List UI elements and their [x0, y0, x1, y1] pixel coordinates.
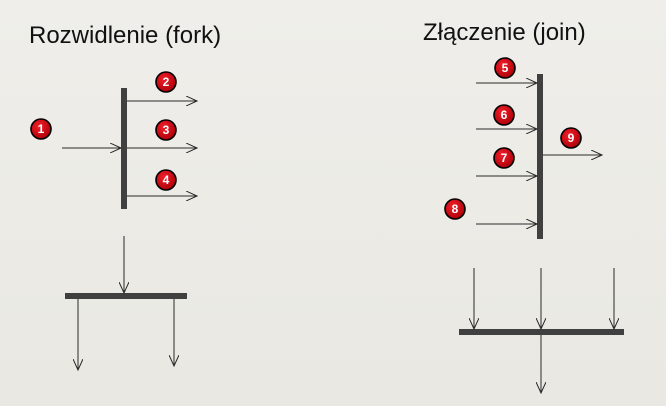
svg-text:2: 2 [163, 75, 170, 89]
svg-text:6: 6 [501, 108, 508, 122]
join-bar-vertical [537, 74, 543, 239]
badge-7: 7 [493, 147, 515, 169]
badge-4: 4 [155, 169, 177, 191]
fork-bar-vertical [121, 88, 127, 209]
svg-text:9: 9 [568, 131, 575, 145]
badge-5: 5 [494, 57, 516, 79]
badge-2: 2 [155, 71, 177, 93]
join-bar-horizontal [459, 329, 624, 335]
badge-9: 9 [560, 127, 582, 149]
svg-text:4: 4 [163, 173, 170, 187]
badge-6: 6 [493, 104, 515, 126]
svg-text:1: 1 [38, 122, 45, 136]
join-title: Złączenie (join) [423, 19, 586, 46]
svg-text:7: 7 [501, 151, 508, 165]
badge-3: 3 [155, 119, 177, 141]
svg-text:8: 8 [452, 202, 459, 216]
badge-1: 1 [30, 118, 52, 140]
fork-bar-horizontal [65, 293, 187, 299]
badge-8: 8 [444, 198, 466, 220]
svg-text:3: 3 [163, 123, 170, 137]
svg-text:5: 5 [502, 61, 509, 75]
fork-title: Rozwidlenie (fork) [29, 22, 222, 49]
